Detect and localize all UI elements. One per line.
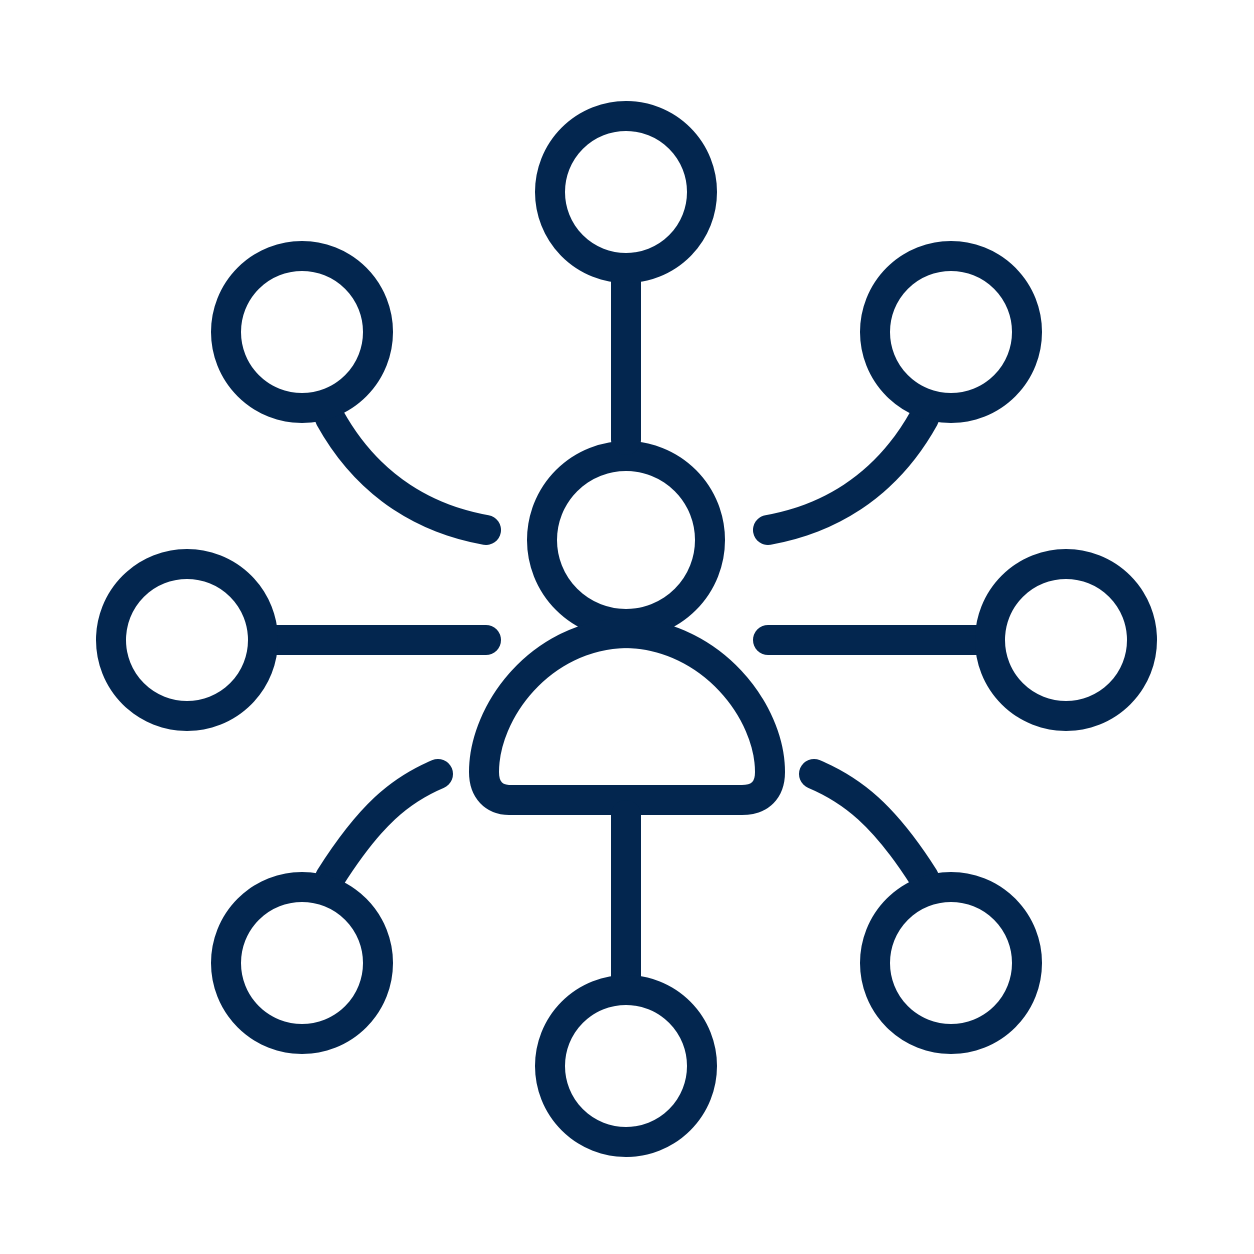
connectors bbox=[261, 267, 993, 993]
node-right bbox=[975, 549, 1157, 731]
node-bottom-right bbox=[860, 872, 1042, 1054]
connector-bottom-left bbox=[315, 759, 453, 893]
connector-bottom-right bbox=[799, 759, 939, 893]
node-left bbox=[96, 549, 278, 731]
node-bottom bbox=[535, 975, 717, 1157]
node-top-right bbox=[860, 241, 1042, 423]
satellite-nodes bbox=[96, 101, 1157, 1157]
node-bottom-left bbox=[211, 872, 393, 1054]
node-top bbox=[535, 101, 717, 283]
person-head bbox=[527, 441, 725, 639]
connector-top-left bbox=[315, 403, 501, 545]
connector-top-right bbox=[753, 403, 939, 545]
person-icon bbox=[469, 441, 785, 815]
person-body bbox=[469, 618, 785, 815]
node-top-left bbox=[211, 241, 393, 423]
